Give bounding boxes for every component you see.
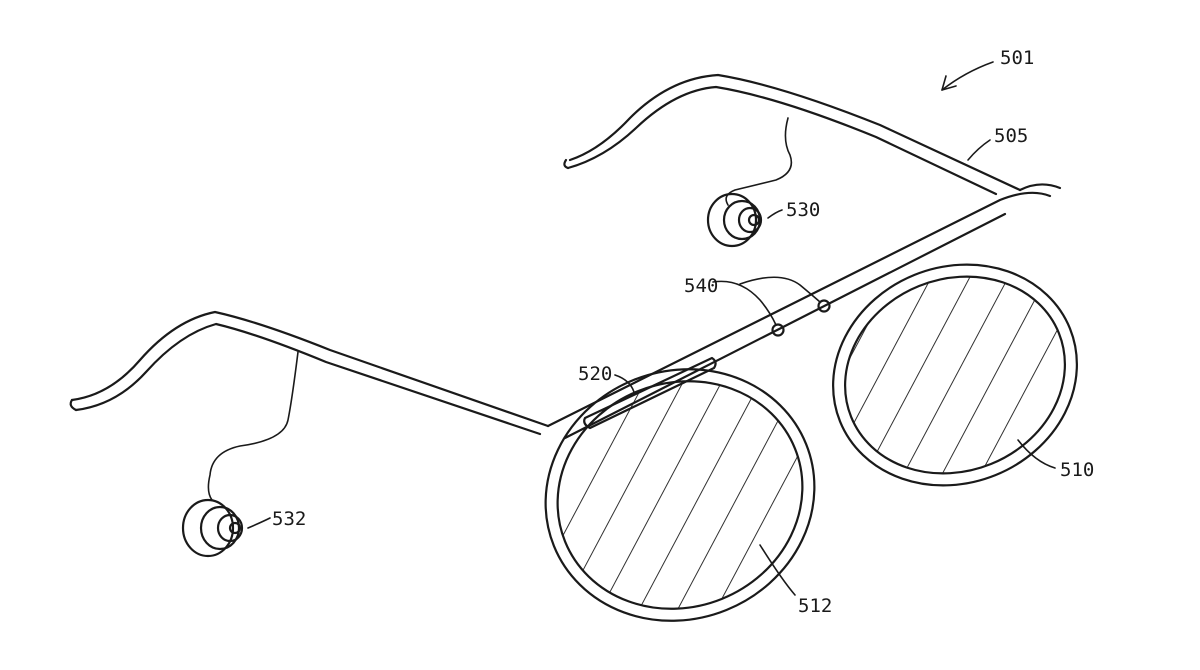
label-520: 520 — [578, 363, 612, 385]
reference-labels: 501 505 530 540 520 510 532 512 — [272, 47, 1094, 617]
earphone-532 — [181, 351, 299, 558]
left-temple-arm — [69, 310, 550, 436]
label-501: 501 — [1000, 47, 1034, 69]
bridge-sensors — [771, 299, 831, 337]
label-532: 532 — [272, 508, 306, 530]
label-510: 510 — [1060, 459, 1094, 481]
leader-lines — [247, 61, 1056, 596]
earphone-530 — [706, 117, 793, 248]
label-512: 512 — [798, 595, 832, 617]
label-540: 540 — [684, 275, 718, 297]
right-temple-arm — [563, 73, 1022, 196]
label-530: 530 — [786, 199, 820, 221]
label-505: 505 — [994, 125, 1028, 147]
display-strip — [583, 356, 717, 430]
